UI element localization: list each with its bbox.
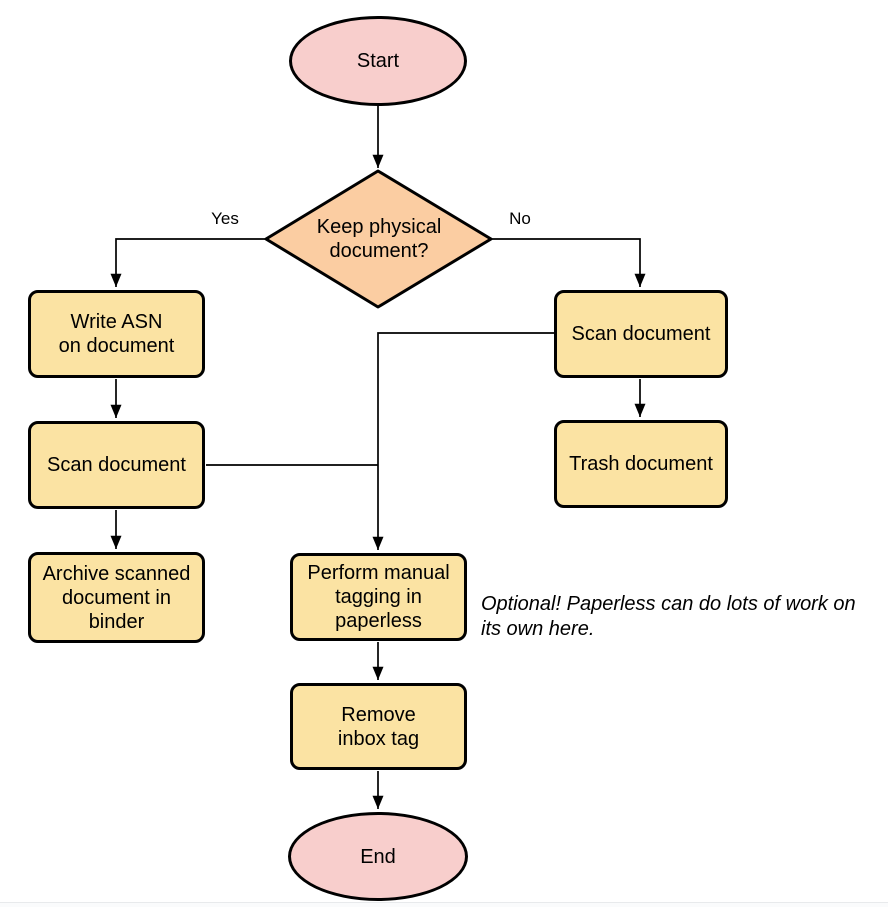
- start-node: Start: [289, 16, 467, 106]
- manual-tagging-label: Perform manual tagging in paperless: [307, 562, 450, 632]
- bottom-divider: [0, 902, 888, 903]
- edge-decision-no: [491, 238, 646, 287]
- manual-tagging-node: Perform manual tagging in paperless: [290, 553, 467, 641]
- trash-document-label: Trash document: [569, 453, 713, 475]
- decision-node-label: Keep physical document?: [316, 216, 442, 262]
- scan-document-left-node: Scan document: [28, 421, 205, 509]
- remove-inbox-tag-node: Remove inbox tag: [290, 683, 467, 770]
- yes-edge-label: Yes: [211, 209, 239, 228]
- decision-shape: [264, 169, 493, 309]
- end-node-label: End: [360, 845, 396, 868]
- bottom-strip: [0, 903, 888, 907]
- write-asn-node: Write ASN on document: [28, 290, 205, 378]
- scan-document-right-node: Scan document: [554, 290, 728, 378]
- optional-annotation: Optional! Paperless can do lots of work …: [481, 593, 856, 640]
- remove-inbox-tag-label: Remove inbox tag: [337, 703, 420, 750]
- scan-document-right-label: Scan document: [571, 323, 711, 345]
- edge-decision-yes: [110, 238, 266, 287]
- no-edge-label: No: [509, 209, 531, 228]
- end-node: End: [288, 812, 468, 901]
- trash-document-node: Trash document: [554, 420, 728, 508]
- decision-node: Keep physical document?: [266, 171, 492, 307]
- edge-scanright-to-tagging: [372, 332, 554, 550]
- scan-document-left-label: Scan document: [47, 454, 186, 476]
- archive-document-label: Archive scanned document in binder: [42, 562, 191, 633]
- archive-document-node: Archive scanned document in binder: [28, 552, 205, 643]
- start-node-label: Start: [356, 50, 400, 72]
- write-asn-node-label: Write ASN on document: [58, 311, 175, 357]
